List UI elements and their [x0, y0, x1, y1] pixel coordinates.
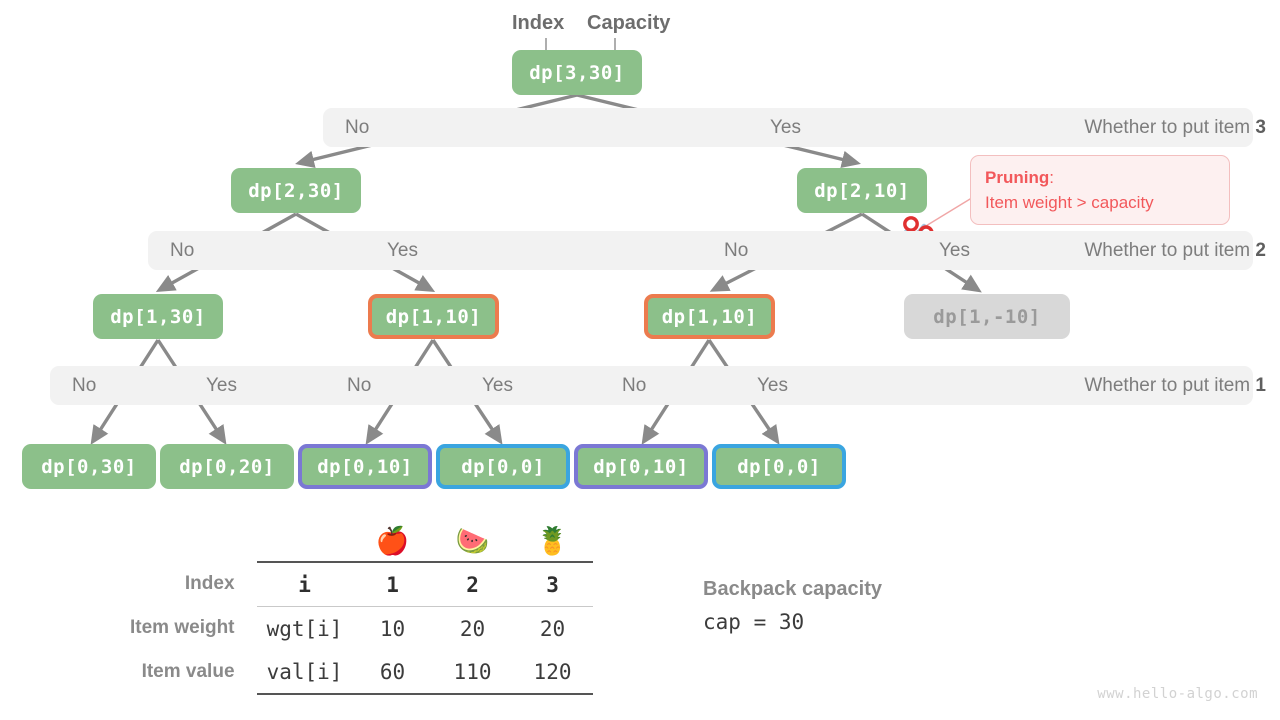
band1-desc-text: Whether to put item	[1084, 375, 1256, 396]
band3-yes: Yes	[770, 117, 801, 138]
items-table: 🍎 🍉 🍍 Index i 1 2 3 Item weight wgt[i] 1…	[130, 518, 593, 695]
index-value-3: 3	[512, 561, 593, 607]
capacity-code: cap = 30	[703, 610, 805, 634]
value-value-3: 120	[512, 650, 593, 695]
weight-value-3: 20	[539, 616, 566, 641]
caption-index: Index	[512, 12, 565, 34]
fruit-icon-pineapple: 🍍	[535, 526, 570, 557]
band-item-3	[323, 108, 1253, 147]
pruning-callout: Pruning: Item weight > capacity	[970, 155, 1230, 225]
value-value-1: 60	[352, 650, 433, 695]
band2-no-right: No	[724, 240, 749, 261]
band2-item-number: 2	[1255, 240, 1266, 261]
node-root[interactable]: dp[3,30]	[512, 50, 642, 95]
band1-no-1: No	[72, 375, 97, 396]
band1-item-number: 1	[1255, 375, 1266, 396]
band2-yes-left: Yes	[387, 240, 418, 261]
index-value-1: 1	[352, 561, 433, 607]
band2-no-left: No	[170, 240, 195, 261]
band1-no-2: No	[347, 375, 372, 396]
fruit-row-spacer	[130, 518, 257, 562]
node-dp-2-10[interactable]: dp[2,10]	[797, 168, 927, 213]
band-item-1	[50, 366, 1253, 405]
band3-desc: Whether to put item 3	[1084, 108, 1266, 147]
row-label-index: Index	[184, 573, 235, 595]
band3-item-number: 3	[1255, 117, 1266, 138]
node-dp-0-30[interactable]: dp[0,30]	[22, 444, 156, 489]
table-row-weight: Item weight wgt[i] 10 20 20	[130, 607, 593, 651]
band1-no-3: No	[622, 375, 647, 396]
row-label-value: Item value	[141, 661, 235, 682]
band1-yes-1: Yes	[206, 375, 237, 396]
fruit-icon-apple: 🍎	[375, 526, 410, 557]
node-dp-2-30[interactable]: dp[2,30]	[231, 168, 361, 213]
node-dp-1-10-left[interactable]: dp[1,10]	[368, 294, 499, 339]
band2-desc-text: Whether to put item	[1084, 240, 1256, 261]
node-dp-0-10-left[interactable]: dp[0,10]	[298, 444, 432, 489]
capacity-title: Backpack capacity	[703, 578, 883, 600]
band1-yes-3: Yes	[757, 375, 788, 396]
table-row-fruits: 🍎 🍉 🍍	[130, 518, 593, 562]
weight-value-2: 20	[459, 616, 486, 641]
row-key-index: i	[256, 561, 353, 607]
band2-yes-right: Yes	[939, 240, 970, 261]
row-label-weight: Item weight	[130, 617, 235, 639]
band1-desc: Whether to put item 1	[1084, 366, 1266, 405]
node-dp-0-20[interactable]: dp[0,20]	[160, 444, 294, 489]
fruit-icon-watermelon: 🍉	[455, 526, 490, 557]
table-row-value: Item value val[i] 60 110 120	[130, 650, 593, 695]
pruning-colon: :	[1049, 168, 1054, 187]
node-dp-0-0-right[interactable]: dp[0,0]	[712, 444, 846, 489]
caption-capacity: Capacity	[587, 12, 671, 34]
row-key-value: val[i]	[256, 650, 353, 695]
table-row-index: Index i 1 2 3	[130, 561, 593, 607]
node-dp-1-neg10[interactable]: dp[1,-10]	[904, 294, 1070, 339]
index-value-2: 2	[432, 561, 513, 607]
node-dp-1-30[interactable]: dp[1,30]	[93, 294, 223, 339]
capacity-info: Backpack capacity cap = 30	[703, 578, 882, 634]
band2-desc: Whether to put item 2	[1084, 231, 1266, 270]
pruning-title: Pruning	[985, 168, 1050, 187]
band1-yes-2: Yes	[482, 375, 513, 396]
node-dp-0-0-left[interactable]: dp[0,0]	[436, 444, 570, 489]
fruit-row-key-spacer	[257, 518, 353, 562]
band-item-2	[148, 231, 1253, 270]
watermark: www.hello-algo.com	[1097, 686, 1258, 702]
row-key-weight: wgt[i]	[266, 616, 343, 641]
pruning-detail: Item weight > capacity	[985, 193, 1154, 212]
node-dp-1-10-right[interactable]: dp[1,10]	[644, 294, 775, 339]
pruning-title-line: Pruning:	[985, 165, 1215, 190]
node-dp-0-10-right[interactable]: dp[0,10]	[574, 444, 708, 489]
band3-desc-text: Whether to put item	[1084, 117, 1256, 138]
band3-no: No	[345, 117, 370, 138]
weight-value-1: 10	[379, 616, 406, 641]
value-value-2: 110	[432, 650, 513, 695]
